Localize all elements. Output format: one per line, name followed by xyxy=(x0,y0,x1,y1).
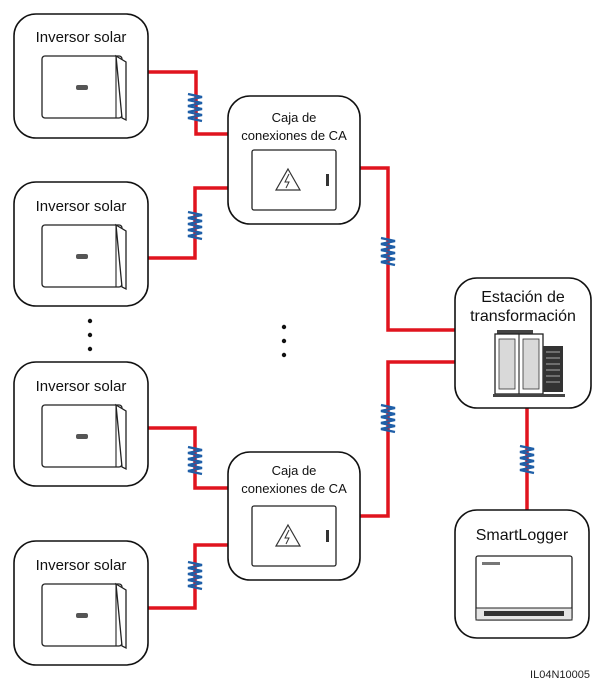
transformer-label-line1: Estación de xyxy=(481,289,565,306)
cable-box-2-to-transformer xyxy=(360,360,455,518)
inverter-label: Inversor solar xyxy=(36,557,127,574)
inverter-label: Inversor solar xyxy=(36,198,127,215)
smartlogger-label: SmartLogger xyxy=(476,527,569,544)
inverter-icon xyxy=(41,223,127,291)
transformer-station: Estación de transformación xyxy=(454,277,592,409)
inverter-icon xyxy=(41,54,127,122)
ac-combiner-box-1: Caja de conexiones de CA xyxy=(227,95,361,225)
combiner-label-line1: Caja de xyxy=(272,110,317,125)
coil-icon xyxy=(519,444,535,475)
coil-icon xyxy=(187,445,203,476)
ellipsis-combiners xyxy=(281,324,287,358)
inverter-label: Inversor solar xyxy=(36,29,127,46)
inverter-icon xyxy=(41,582,127,650)
smartlogger: SmartLogger xyxy=(454,509,590,639)
cable-inverter-1-to-box-1 xyxy=(148,70,228,136)
combiner-cabinet-icon xyxy=(251,505,337,567)
coil-icon xyxy=(380,403,396,434)
combiner-label-line2: conexiones de CA xyxy=(241,481,347,496)
inverter-4: Inversor solar xyxy=(13,540,149,666)
inverter-icon xyxy=(41,403,127,471)
transformer-cabinet-icon xyxy=(493,330,565,397)
inverter-label: Inversor solar xyxy=(36,378,127,395)
cable-box-1-to-transformer xyxy=(360,166,455,332)
inverter-2: Inversor solar xyxy=(13,181,149,307)
coil-icon xyxy=(187,560,203,591)
combiner-cabinet-icon xyxy=(251,149,337,211)
combiner-label-line1: Caja de xyxy=(272,463,317,478)
smartlogger-device-icon xyxy=(475,555,573,621)
combiner-label-line2: conexiones de CA xyxy=(241,128,347,143)
cable-coils xyxy=(187,92,535,591)
ac-combiner-box-2: Caja de conexiones de CA xyxy=(227,451,361,581)
transformer-label-line2: transformación xyxy=(470,308,576,325)
coil-icon xyxy=(380,236,396,267)
figure-id: IL04N10005 xyxy=(530,669,590,681)
cable-inverter-4-to-box-2 xyxy=(148,543,228,610)
high-voltage-warning-icon xyxy=(274,167,302,191)
coil-icon xyxy=(187,210,203,241)
high-voltage-warning-icon xyxy=(274,523,302,547)
coil-icon xyxy=(187,92,203,123)
ellipsis-inverters xyxy=(87,318,93,352)
inverter-3: Inversor solar xyxy=(13,361,149,487)
inverter-1: Inversor solar xyxy=(13,13,149,139)
